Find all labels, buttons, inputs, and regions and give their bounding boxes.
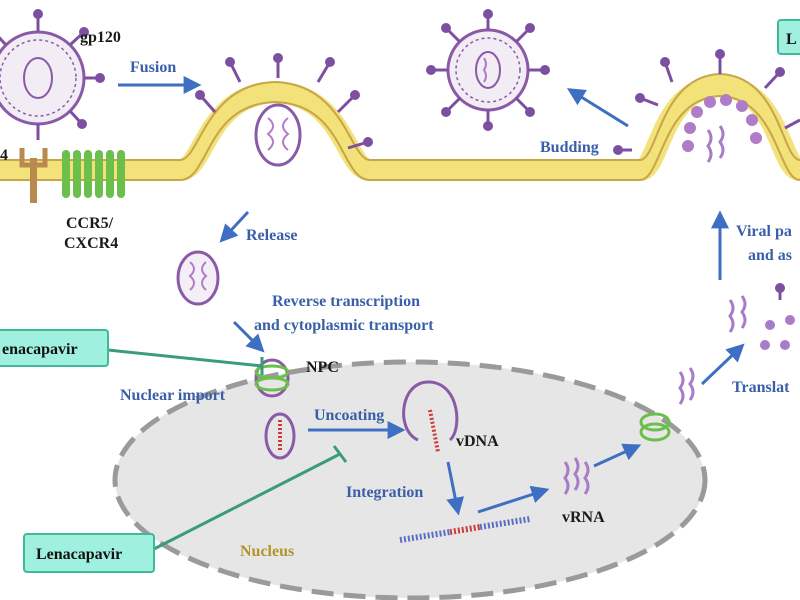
label-rt-2: and cytoplasmic transport <box>254 317 434 334</box>
npc-complex <box>254 358 290 398</box>
arrow-rt <box>232 320 265 353</box>
arrow-translation <box>700 343 745 386</box>
label-budding: Budding <box>540 139 599 156</box>
arrow-release <box>219 210 250 243</box>
drug-bottom: Lenacapavir <box>23 445 348 573</box>
label-release: Release <box>246 227 298 244</box>
label-translation: Translat <box>732 379 790 396</box>
label-fusion: Fusion <box>130 59 176 76</box>
label-nucleus: Nucleus <box>240 543 294 560</box>
top-right-box: L <box>777 19 800 55</box>
cell-membrane <box>0 72 800 181</box>
drug-top: enacapavir <box>0 329 264 375</box>
label-viral-assembly-1: Viral pa <box>736 223 792 240</box>
vrna-strands <box>563 457 590 495</box>
process-arrows <box>118 76 745 516</box>
label-nuclear-import: Nuclear import <box>120 387 226 404</box>
coreceptor <box>62 150 125 198</box>
label-coreceptor-1: CCR5/ <box>66 215 114 232</box>
label-vdna: vDNA <box>456 433 499 450</box>
drug-bottom-label: Lenacapavir <box>36 546 122 563</box>
label-cd4: 4 <box>0 147 8 164</box>
label-viral-assembly-2: and as <box>748 247 792 264</box>
label-uncoating: Uncoating <box>314 407 384 424</box>
label-vrna: vRNA <box>562 509 605 526</box>
cytoplasmic-vrna <box>678 295 747 405</box>
integrated-dna <box>399 516 531 543</box>
imported-capsid <box>264 412 296 460</box>
arrow-integration <box>446 461 465 516</box>
label-coreceptor-2: CXCR4 <box>64 235 118 252</box>
virion-fusing <box>195 53 373 167</box>
released-capsid <box>176 250 220 306</box>
arrow-to-vrna <box>477 485 550 514</box>
cd4-receptor <box>19 148 48 203</box>
nucleus <box>112 359 708 600</box>
budded-virion <box>426 9 550 131</box>
label-rt-1: Reverse transcription <box>272 293 420 310</box>
label-integration: Integration <box>346 484 423 501</box>
arrow-budding <box>566 88 629 128</box>
label-gp120: gp120 <box>80 29 121 46</box>
budding-site <box>613 49 800 163</box>
top-right-box-label: L <box>786 31 797 48</box>
virion-attaching <box>0 9 105 140</box>
export-npc <box>639 412 671 442</box>
label-npc: NPC <box>306 359 339 376</box>
drug-top-label: enacapavir <box>2 341 78 358</box>
viral-proteins <box>760 283 795 350</box>
arrow-export <box>593 443 642 468</box>
